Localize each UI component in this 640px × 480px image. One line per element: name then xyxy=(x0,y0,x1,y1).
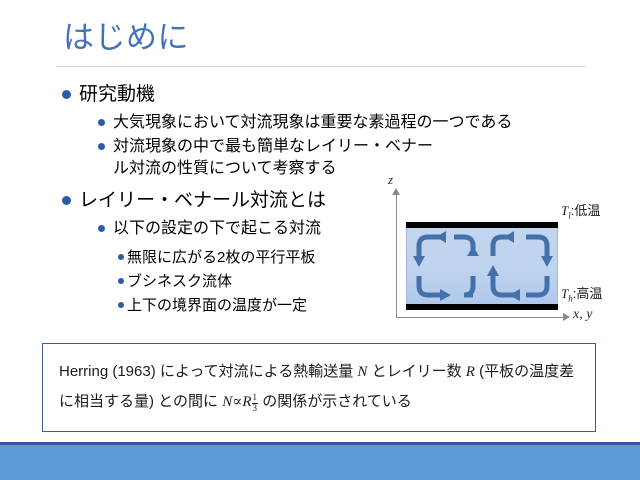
citation-text: Herring (1963) によって対流による熱輸送量 N とレイリー数 R … xyxy=(59,357,585,417)
hot-plate-label: Th:高温 xyxy=(561,283,602,304)
exponent-numerator: 1 xyxy=(251,392,259,404)
x-axis-label: x, y xyxy=(573,307,593,322)
convection-diagram: z x, y xyxy=(378,172,636,334)
left-convection-roll-icon xyxy=(413,231,479,301)
z-axis-label: z xyxy=(388,172,394,187)
list-item-label: 無限に広がる2枚の平行平板 xyxy=(127,249,316,266)
bullet-label: レイリー・ベナール対流とは xyxy=(79,190,327,211)
symbol-r-2: R xyxy=(242,394,252,410)
bullet-dot-icon xyxy=(98,143,105,150)
bullet-dot-icon xyxy=(98,119,105,126)
hot-temp-symbol: T xyxy=(561,286,569,301)
citation-callout-box: Herring (1963) によって対流による熱輸送量 N とレイリー数 R … xyxy=(42,343,596,432)
bullet-dot-icon xyxy=(98,225,105,232)
citation-line2-part2: の関係が示されている xyxy=(258,393,412,410)
z-axis-arrow-icon xyxy=(392,188,400,195)
x-axis-arrow-icon xyxy=(563,313,570,321)
symbol-n: N xyxy=(357,364,368,380)
list-item-label: 対流現象の中で最も簡単なレイリー・ベナール対流の性質について考察する xyxy=(113,138,434,177)
bullet-research-motivation: 研究動機 xyxy=(62,82,155,108)
citation-line2-part1: 温度差に相当する量) との間に xyxy=(59,363,575,410)
footer-bar xyxy=(0,445,640,480)
footer-accent-line xyxy=(0,442,640,445)
list-item: 上下の境界面の温度が一定 xyxy=(118,295,307,316)
cold-temp-text: :低温 xyxy=(570,203,601,218)
cold-temp-symbol: T xyxy=(561,203,569,218)
symbol-r: R xyxy=(465,364,475,380)
citation-line1-part3: (平板の xyxy=(474,363,530,380)
z-axis-line xyxy=(396,192,397,318)
list-item-label: 大気現象において対流現象は重要な素過程の一つである xyxy=(113,114,513,131)
citation-line1-part1: Herring (1963) によって対流による熱輸送量 xyxy=(59,363,358,380)
citation-line1-part2: とレイリー数 xyxy=(367,363,466,380)
cold-temp-subscript: l xyxy=(568,210,571,221)
list-item-label: ブシネスク流体 xyxy=(127,273,233,290)
bullet-dot-icon xyxy=(62,196,71,205)
title-divider xyxy=(56,66,586,67)
hot-temp-subscript: h xyxy=(568,293,573,304)
bullet-dot-icon xyxy=(118,278,124,284)
x-axis-line xyxy=(396,317,564,318)
top-plate xyxy=(406,222,558,228)
list-item-label: 上下の境界面の温度が一定 xyxy=(127,297,308,314)
bullet-dot-icon xyxy=(118,254,124,260)
list-item: 大気現象において対流現象は重要な素過程の一つである xyxy=(98,112,512,134)
list-item: 対流現象の中で最も簡単なレイリー・ベナール対流の性質について考察する xyxy=(98,136,433,180)
cold-plate-label: Tl:低温 xyxy=(561,200,600,221)
symbol-n-2: N xyxy=(222,394,233,410)
list-item-label: 以下の設定の下で起こる対流 xyxy=(113,220,322,237)
bullet-dot-icon xyxy=(62,90,71,99)
bullet-label: 研究動機 xyxy=(79,84,156,105)
bottom-plate xyxy=(406,304,558,310)
exponent-denominator: 3 xyxy=(252,402,258,413)
list-item: 無限に広がる2枚の平行平板 xyxy=(118,247,315,268)
bullet-dot-icon xyxy=(118,302,124,308)
page-title: はじめに xyxy=(63,20,189,55)
bullet-rayleigh-benard-definition: レイリー・ベナール対流とは xyxy=(62,188,326,214)
right-convection-roll-icon xyxy=(487,231,553,301)
proportional-operator: ∝ xyxy=(232,394,243,410)
hot-temp-text: :高温 xyxy=(572,286,603,301)
list-item: ブシネスク流体 xyxy=(118,271,232,292)
list-item: 以下の設定の下で起こる対流 xyxy=(98,218,321,240)
